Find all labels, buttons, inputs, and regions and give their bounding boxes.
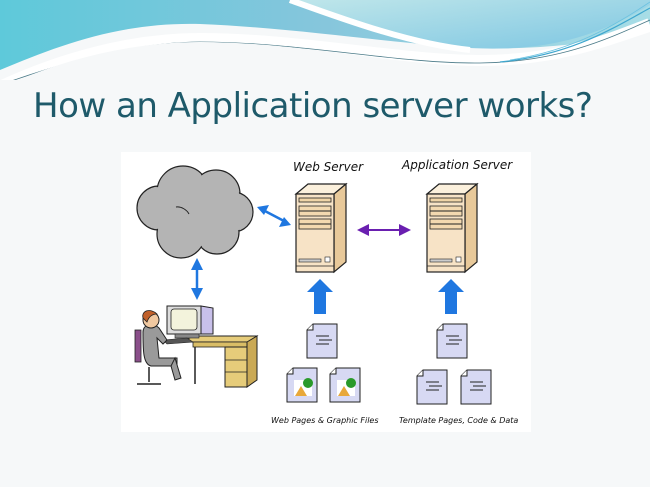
document-icon xyxy=(436,323,468,359)
image-file-icon xyxy=(329,367,361,403)
arrow-templates-to-appserver xyxy=(438,279,464,314)
application-server-icon xyxy=(425,182,479,274)
web-files-label: Web Pages & Graphic Files xyxy=(271,416,379,425)
arrow-webserver-appserver xyxy=(357,224,411,236)
arrow-webfiles-to-webserver xyxy=(307,279,333,314)
document-icon xyxy=(306,323,338,359)
web-server-icon xyxy=(294,182,348,274)
web-server-label: Web Server xyxy=(293,160,364,174)
arrow-cloud-webserver xyxy=(257,205,291,227)
diagram-canvas xyxy=(134,165,492,405)
template-files-label: Template Pages, Code & Data xyxy=(399,416,519,425)
user-at-computer-icon xyxy=(134,305,259,388)
application-server-label: Application Server xyxy=(402,158,513,172)
document-icon xyxy=(460,369,492,405)
slide-title: How an Application server works? xyxy=(33,86,593,126)
diagram-panel: Web Server Application Server Web Pages … xyxy=(121,152,531,432)
arrow-cloud-client xyxy=(191,258,203,300)
header-wave-decoration xyxy=(0,0,650,80)
image-file-icon xyxy=(286,367,318,403)
cloud-icon xyxy=(136,165,254,259)
document-icon xyxy=(416,369,448,405)
